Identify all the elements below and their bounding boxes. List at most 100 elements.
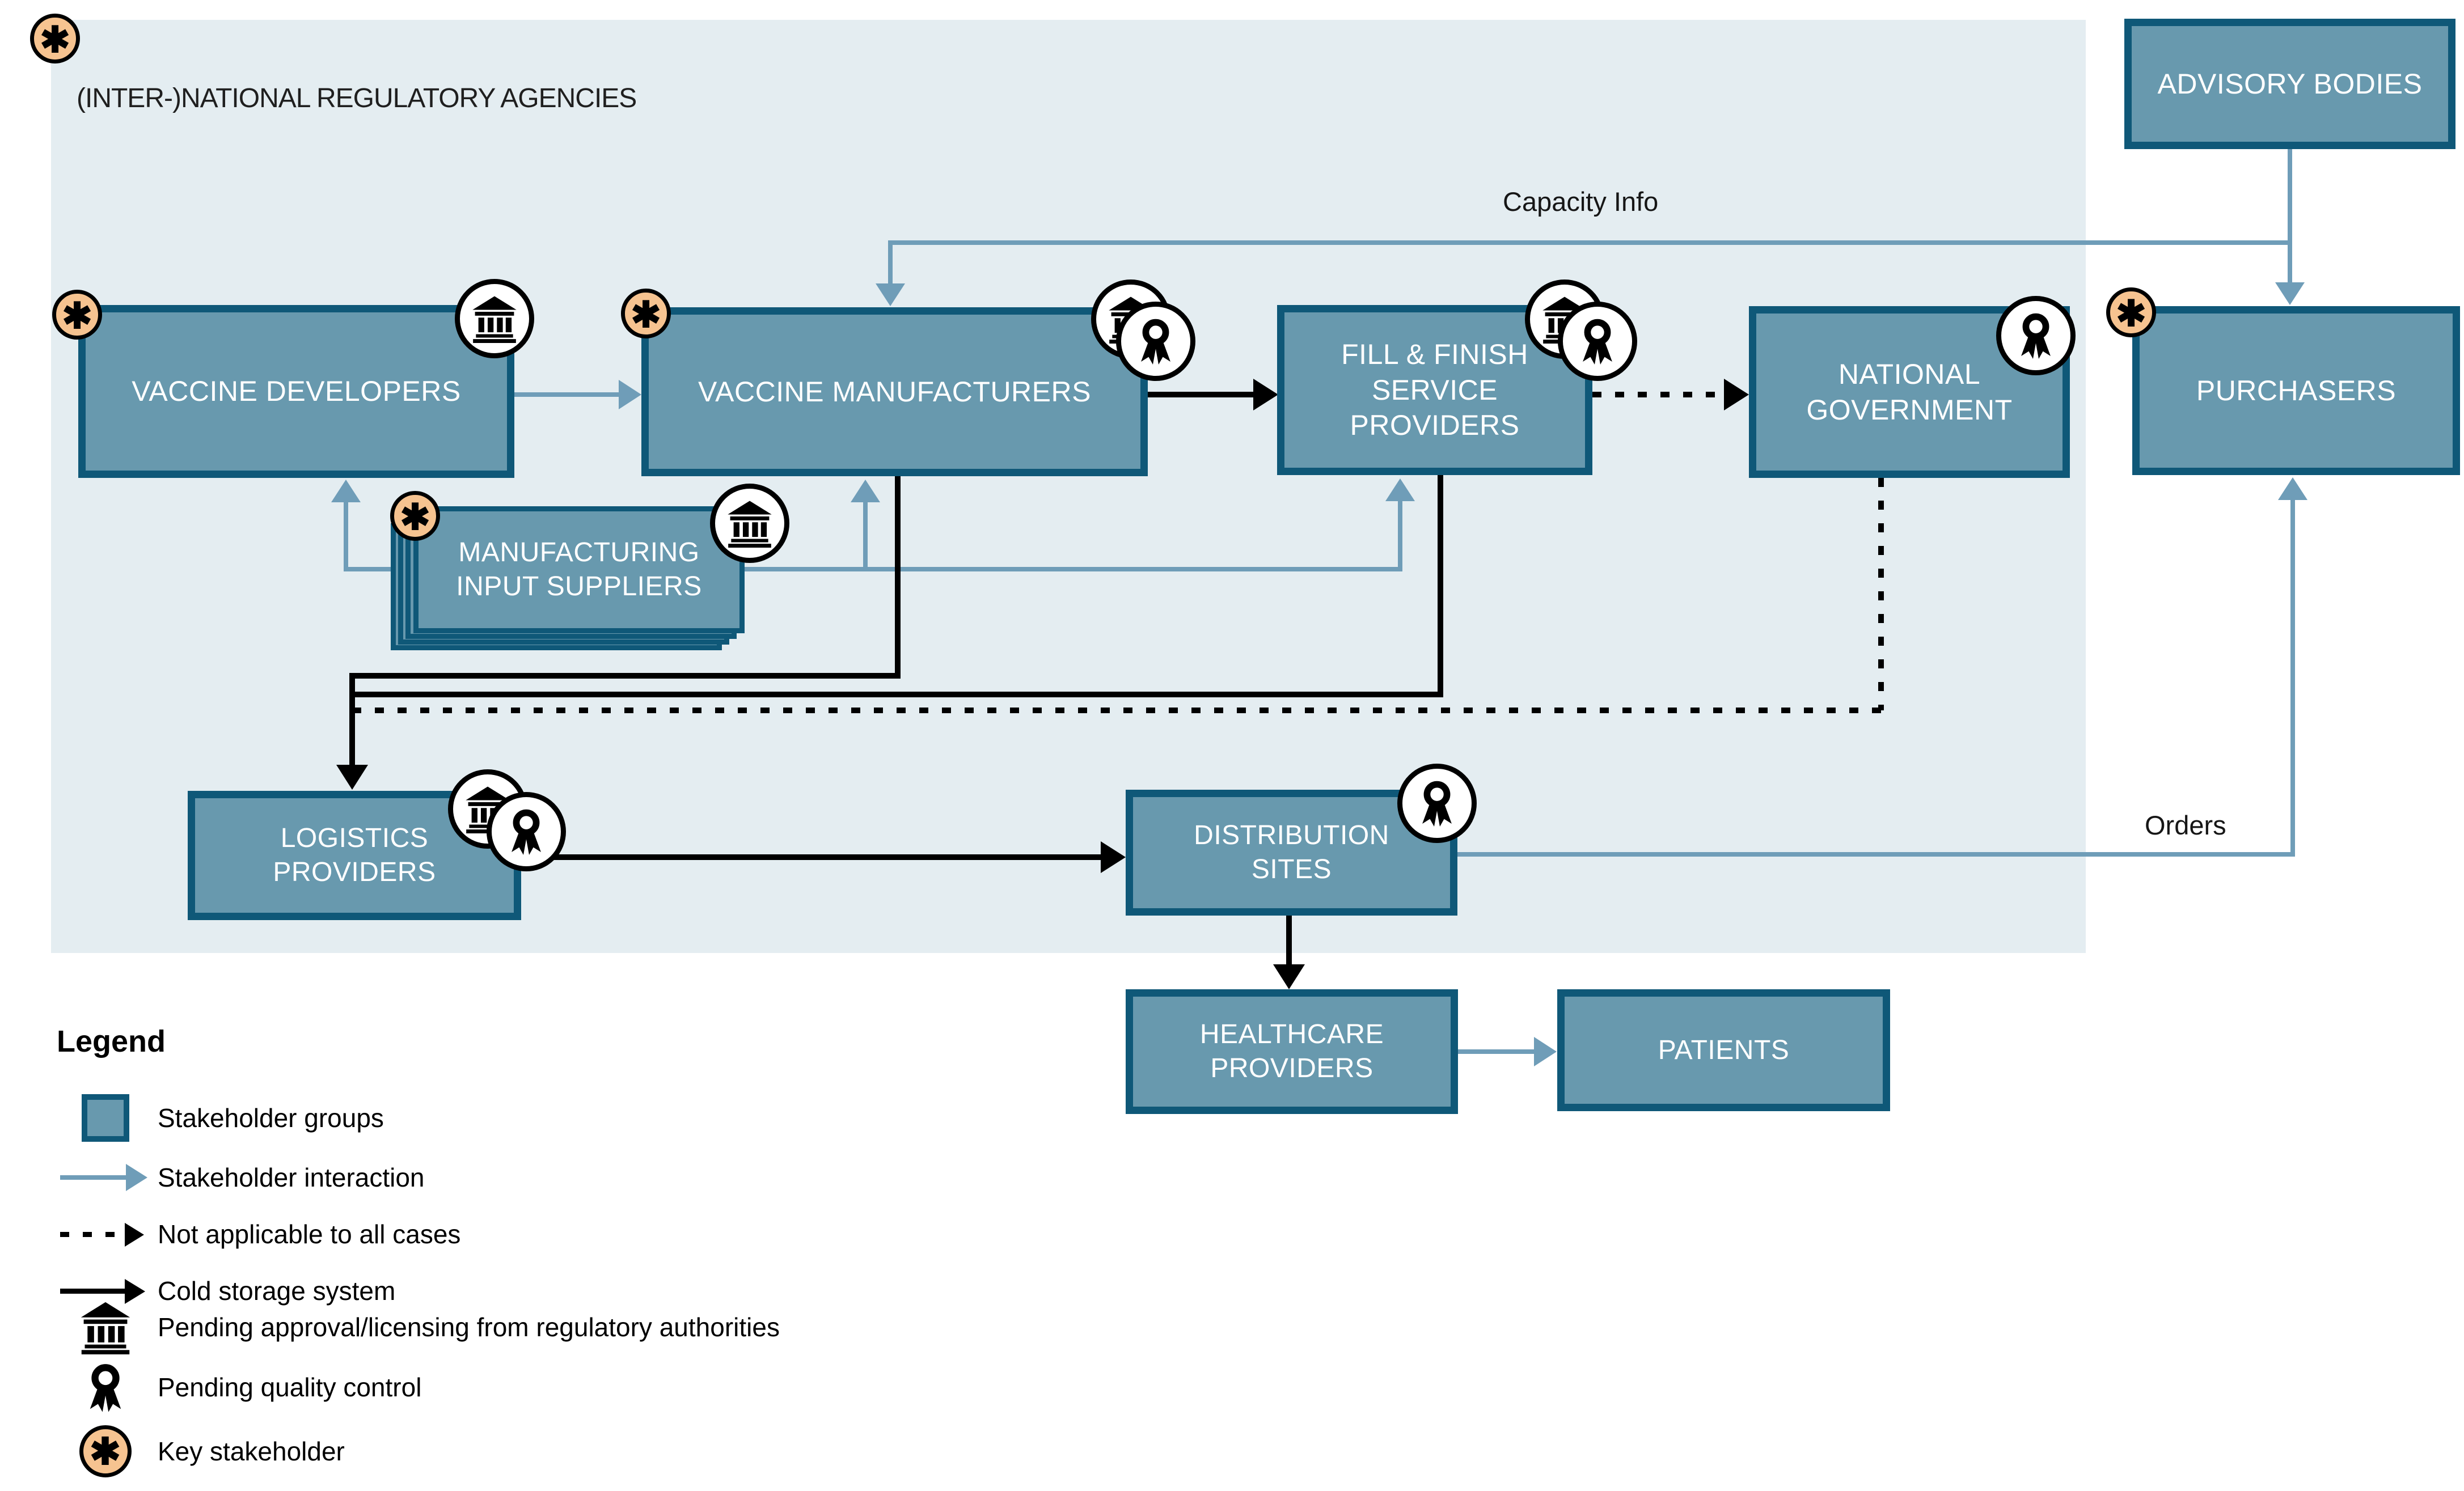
pending-approval-badge	[455, 279, 534, 358]
node-purchasers: PURCHASERS	[2132, 306, 2460, 475]
arrowhead	[1724, 379, 1749, 410]
asterisk-icon: ✱	[62, 295, 92, 336]
node-healthcare-providers: HEALTHCARE PROVIDERS	[1126, 989, 1458, 1114]
key-stakeholder-icon: ✱	[390, 491, 440, 541]
arrowhead	[1253, 379, 1278, 410]
edge-cold-merge-down-logistics	[349, 673, 355, 768]
award-icon	[2021, 313, 2051, 359]
node-label: FILL & FINISH SERVICE PROVIDERS	[1341, 338, 1528, 442]
edge-healthcare-patients	[1458, 1049, 1537, 1054]
edge-cold-fillfinish-down	[1438, 475, 1443, 697]
node-patients: PATIENTS	[1557, 989, 1890, 1111]
edge-suppliers-horizontal-right	[745, 567, 1402, 571]
dotted-arrow-icon	[60, 1218, 151, 1250]
key-stakeholder-icon: ✱	[621, 289, 671, 338]
orders-label: Orders	[2145, 810, 2226, 840]
award-icon	[90, 1363, 121, 1412]
pending-approval-badge	[710, 484, 789, 563]
capacity-info-label: Capacity Info	[1503, 187, 1659, 217]
bank-icon	[472, 296, 517, 343]
arrowhead	[1385, 478, 1415, 501]
key-stakeholder-icon: ✱	[79, 1425, 132, 1477]
node-label: HEALTHCARE PROVIDERS	[1199, 1019, 1384, 1083]
node-label: VACCINE DEVELOPERS	[132, 375, 461, 408]
interaction-arrow-icon	[60, 1162, 151, 1193]
arrowhead	[331, 480, 361, 502]
edge-cold-horizontal-1	[349, 673, 901, 679]
arrowhead	[876, 283, 905, 306]
pending-quality-badge	[1558, 302, 1637, 381]
bank-icon	[81, 1302, 130, 1354]
node-manufacturing-input-suppliers: MANUFACTURING INPUT SUPPLIERS	[413, 506, 745, 633]
edge-suppliers-to-fillfinish	[1398, 497, 1402, 571]
node-label: PATIENTS	[1658, 1035, 1790, 1065]
stakeholder-group-swatch	[81, 1094, 129, 1142]
node-label: NATIONAL GOVERNMENT	[1806, 358, 2013, 426]
pending-quality-badge	[487, 792, 566, 871]
legend-item-stakeholder-interaction: Stakeholder interaction	[53, 1152, 425, 1203]
edge-developers-manufacturers	[514, 392, 622, 397]
bank-icon	[728, 501, 772, 548]
arrowhead	[1534, 1037, 1557, 1066]
key-stakeholder-icon: ✱	[30, 14, 80, 63]
legend-item-stakeholder-groups: Stakeholder groups	[53, 1090, 384, 1146]
legend-item-pending-approval: Pending approval/licensing from regulato…	[53, 1296, 780, 1358]
node-vaccine-developers: VACCINE DEVELOPERS	[78, 305, 514, 478]
asterisk-icon: ✱	[631, 294, 661, 335]
legend-title: Legend	[57, 1024, 166, 1058]
award-icon	[512, 809, 541, 855]
edge-suppliers-horizontal-left	[344, 567, 415, 571]
asterisk-icon: ✱	[2116, 293, 2146, 334]
edge-capacity-drop-manufacturers	[888, 240, 893, 287]
award-icon	[1422, 781, 1452, 827]
legend-label: Pending quality control	[158, 1373, 422, 1402]
award-icon	[1141, 319, 1170, 365]
arrowhead	[2278, 477, 2307, 500]
legend-label: Key stakeholder	[158, 1437, 345, 1466]
legend-label: Pending approval/licensing from regulato…	[158, 1312, 780, 1342]
legend-item-pending-quality: Pending quality control	[53, 1356, 421, 1418]
legend-label: Not applicable to all cases	[158, 1219, 461, 1249]
node-label: MANUFACTURING INPUT SUPPLIERS	[456, 537, 702, 602]
node-label: ADVISORY BODIES	[2157, 67, 2423, 100]
edge-orders-horizontal	[1457, 852, 2295, 857]
edge-cold-distribution-healthcare	[1286, 916, 1292, 967]
edge-cold-manufacturers-down	[895, 476, 901, 679]
pending-quality-badge	[1397, 764, 1477, 843]
edge-dotted-horizontal	[352, 708, 1883, 713]
key-stakeholder-icon: ✱	[52, 290, 102, 340]
arrowhead	[851, 480, 880, 502]
arrowhead	[1101, 841, 1126, 873]
node-label: VACCINE MANUFACTURERS	[698, 375, 1091, 408]
legend-item-cold-storage: Cold storage system	[53, 1265, 395, 1316]
edge-dotted-government-down	[1878, 478, 1884, 710]
edge-capacity-vertical-advisory	[2288, 146, 2292, 287]
legend-label: Stakeholder interaction	[158, 1163, 425, 1192]
edge-suppliers-to-manufacturers	[863, 498, 868, 571]
arrowhead	[336, 765, 368, 790]
node-vaccine-manufacturers: VACCINE MANUFACTURERS	[641, 307, 1148, 476]
pending-quality-badge	[1116, 302, 1195, 381]
panel-title: (INTER-)NATIONAL REGULATORY AGENCIES	[77, 83, 637, 113]
arrowhead	[1273, 964, 1305, 989]
award-icon	[1583, 319, 1612, 365]
node-label: LOGISTICS PROVIDERS	[273, 823, 436, 887]
node-label: DISTRIBUTION SITES	[1194, 820, 1389, 884]
node-advisory-bodies: ADVISORY BODIES	[2124, 19, 2455, 149]
edge-suppliers-to-developers	[344, 498, 348, 571]
arrowhead	[619, 380, 641, 409]
legend-label: Stakeholder groups	[158, 1103, 384, 1133]
edge-cold-manufacturers-fillfinish	[1148, 392, 1256, 397]
legend-item-not-applicable: Not applicable to all cases	[53, 1209, 460, 1260]
edge-dotted-fillfinish-government	[1592, 392, 1726, 397]
pending-quality-badge	[1996, 296, 2076, 375]
solid-arrow-icon	[60, 1275, 151, 1307]
edge-capacity-horizontal	[888, 240, 2292, 245]
arrowhead	[2275, 282, 2305, 305]
asterisk-icon: ✱	[40, 19, 70, 60]
asterisk-icon: ✱	[89, 1430, 121, 1472]
edge-orders-vertical	[2290, 497, 2295, 857]
edge-cold-horizontal-2	[349, 692, 1443, 697]
asterisk-icon: ✱	[400, 497, 430, 537]
